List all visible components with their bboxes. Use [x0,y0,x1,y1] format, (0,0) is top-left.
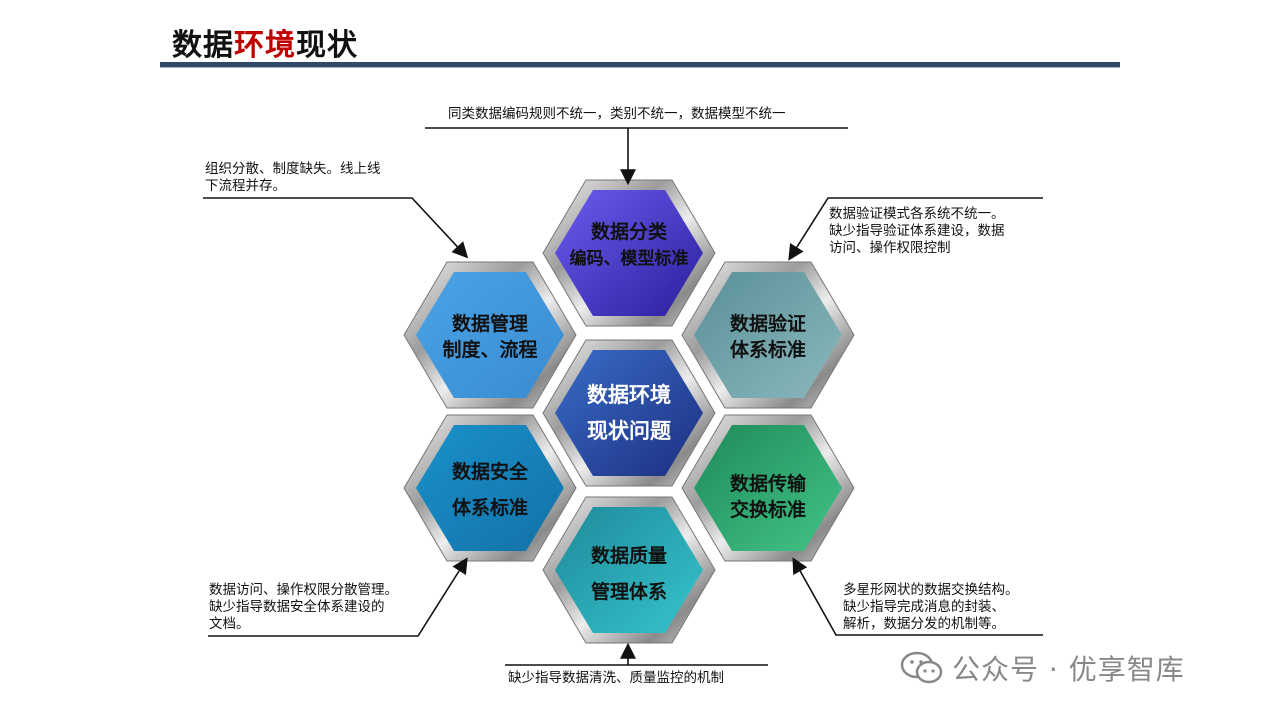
hex-upper-left-line1: 数据管理 [452,312,528,335]
annotation-lower-left-line2: 缺少指导数据安全体系建设的 [209,599,385,615]
annotation-lower-left-line1: 数据访问、操作权限分散管理。 [209,582,398,598]
hex-upper-right[interactable] [681,261,855,409]
annotation-lower-right: 多星形网状的数据交换结构。 缺少指导完成消息的封装、 解析，数据分发的机制等。 [843,582,1019,633]
hex-upper-left-line2: 制度、流程 [442,338,537,361]
upper-right-arrow [788,197,1043,261]
hex-lower-left-line2: 体系标准 [452,496,528,519]
annotation-lower-right-line2: 缺少指导完成消息的封装、 [843,599,1005,615]
watermark-text: 公众号 · 优享智库 [952,653,1185,686]
annotation-top: 同类数据编码规则不统一，类别不统一，数据模型不统一 [448,106,786,122]
hex-upper-right-line1: 数据验证 [730,312,806,335]
annotation-lower-left-line3: 文档。 [209,616,250,632]
title-part-3: 现状 [296,28,358,63]
hex-lower-left-line1: 数据安全 [452,460,529,483]
page-title: 数据环境现状 [172,20,358,64]
hex-top-line1: 数据分类 [591,220,667,243]
hex-center-line1: 数据环境 [587,383,671,407]
annotation-bottom: 缺少指导数据清洗、质量监控的机制 [508,670,724,686]
hex-lower-right-line2: 交换标准 [730,498,806,521]
hex-upper-left[interactable] [403,261,577,409]
hex-center[interactable] [542,339,716,487]
title-part-2-highlight: 环境 [234,28,296,63]
annotation-upper-right-line3: 访问、操作权限控制 [829,240,951,256]
watermark: 公众号 · 优享智库 [900,648,1185,688]
hex-center-line2: 现状问题 [587,419,672,443]
annotation-upper-right-line1: 数据验证模式各系统不统一。 [829,206,1005,222]
hex-upper-right-line2: 体系标准 [730,338,806,361]
title-underline [160,62,1120,68]
wechat-icon [900,651,943,684]
hex-bottom[interactable] [542,496,716,644]
annotation-lower-left: 数据访问、操作权限分散管理。 缺少指导数据安全体系建设的 文档。 [209,582,398,633]
hex-bottom-line1: 数据质量 [591,544,667,567]
annotation-upper-right: 数据验证模式各系统不统一。 缺少指导验证体系建设，数据 访问、操作权限控制 [829,206,1005,257]
upper-left-arrow [203,197,469,259]
annotation-lower-right-line3: 解析，数据分发的机制等。 [843,616,1005,632]
hex-lower-right-line1: 数据传输 [730,472,807,495]
annotation-upper-left-line1: 组织分散、制度缺失。线上线 [205,161,381,177]
hex-top-line2: 编码、模型标准 [570,248,689,269]
hex-bottom-line2: 管理体系 [591,580,667,603]
hex-lower-left[interactable] [403,414,577,562]
annotation-upper-left: 组织分散、制度缺失。线上线 下流程并存。 [205,161,381,195]
annotation-upper-left-line2: 下流程并存。 [205,178,286,194]
annotation-upper-right-line2: 缺少指导验证体系建设，数据 [829,223,1005,239]
hex-lower-right[interactable] [681,414,855,562]
annotation-lower-right-line1: 多星形网状的数据交换结构。 [843,582,1019,598]
title-part-1: 数据 [172,28,234,63]
lower-right-arrow [792,557,1043,636]
hex-top[interactable] [542,179,716,327]
lower-left-arrow [208,557,468,637]
